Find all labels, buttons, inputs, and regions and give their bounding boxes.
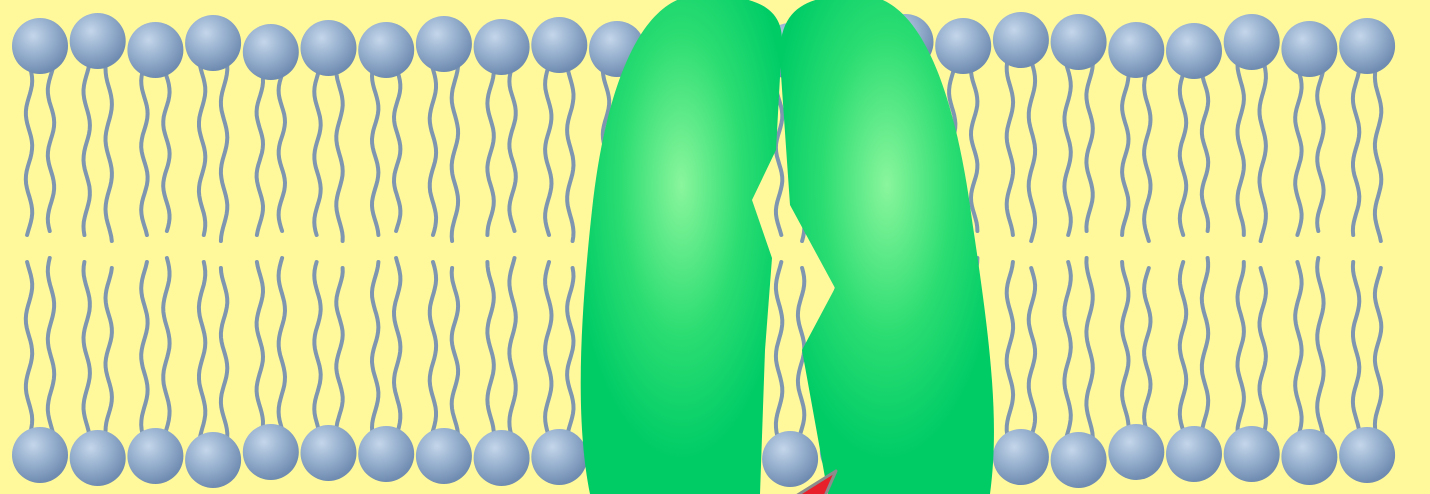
upper-lipid-head (70, 13, 126, 69)
upper-lipid-head (1108, 22, 1164, 78)
upper-lipid-head (127, 22, 183, 78)
upper-lipid-head (185, 15, 241, 71)
lower-lipid-head (1281, 429, 1337, 485)
lower-lipid-head (762, 431, 818, 487)
lower-lipid-head (1051, 432, 1107, 488)
lower-lipid-head (70, 430, 126, 486)
upper-lipid-head (1224, 14, 1280, 70)
lower-lipid-head (243, 424, 299, 480)
lower-lipid-head (993, 429, 1049, 485)
upper-lipid-head (1281, 21, 1337, 77)
lower-lipid-head (1224, 426, 1280, 482)
lower-lipid-head (1339, 427, 1395, 483)
lower-lipid-head (127, 428, 183, 484)
upper-lipid-head (1166, 23, 1222, 79)
lower-lipid-head (12, 427, 68, 483)
lower-lipid-head (185, 432, 241, 488)
lower-lipid-head (358, 426, 414, 482)
upper-lipid-head (474, 19, 530, 75)
lower-lipid-head (531, 429, 587, 485)
upper-lipid-head (935, 18, 991, 74)
upper-lipid-head (12, 18, 68, 74)
upper-lipid-head (1339, 18, 1395, 74)
upper-lipid-head (301, 20, 357, 76)
upper-lipid-head (531, 17, 587, 73)
lower-lipid-head (1166, 426, 1222, 482)
lower-lipid-head (301, 425, 357, 481)
upper-lipid-head (1051, 14, 1107, 70)
upper-lipid-head (358, 22, 414, 78)
upper-lipid-head (243, 24, 299, 80)
upper-lipid-head (993, 12, 1049, 68)
upper-lipid-head (416, 16, 472, 72)
lower-lipid-head (416, 428, 472, 484)
lower-lipid-head (474, 430, 530, 486)
lower-lipid-head (1108, 424, 1164, 480)
